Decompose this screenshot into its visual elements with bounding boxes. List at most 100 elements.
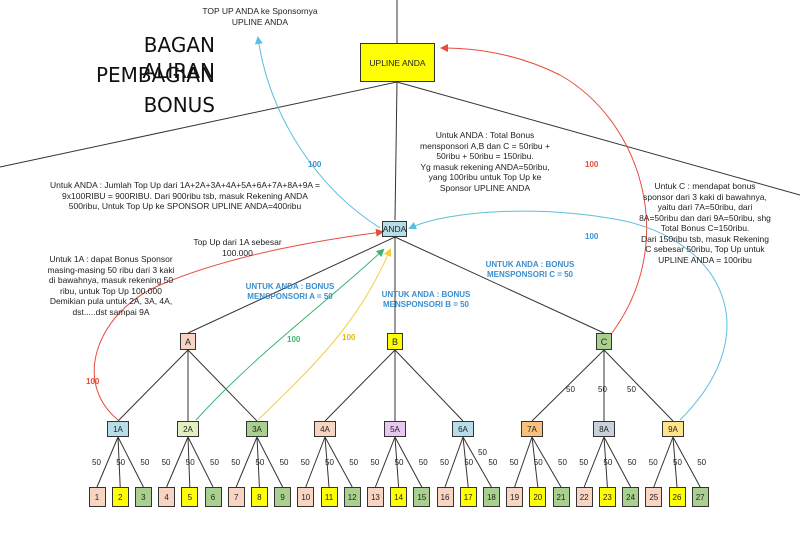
node-level3-6: 6 [204, 487, 222, 507]
label-100-3a-anda: 100 [342, 333, 356, 342]
node-level3-26: 26 [668, 487, 686, 507]
title-line1: BAGAN ALIRAN [142, 33, 215, 83]
node-level3-1: 1 [88, 487, 106, 507]
edge-label-50-1-1: 50 [185, 458, 195, 467]
node-level3-9: 9 [274, 487, 292, 507]
node-level1-B: B [387, 333, 403, 350]
node-level3-22: 22 [575, 487, 593, 507]
node-level2-4A: 4A [314, 421, 336, 437]
line-l1-l2-5 [394, 349, 464, 422]
node-level3-24: 24 [622, 487, 640, 507]
line-upline-left [0, 81, 398, 168]
edge-label-50-c-8a: 50 [598, 385, 607, 394]
edge-label-50-0-0: 50 [92, 458, 101, 467]
note-anda-topup: Untuk ANDA : Jumlah Top Up dari 1A+2A+3A… [50, 180, 320, 211]
line-l2-l3-20 [531, 436, 562, 488]
title-line2: PEMBAGIAN [95, 63, 215, 87]
edge-label-50-2-0: 50 [231, 458, 241, 467]
node-level3-15: 15 [413, 487, 431, 507]
line-l2-l3-3 [166, 436, 189, 488]
line-upline-anda [394, 81, 398, 221]
edge-label-50-6a-extra: 50 [478, 448, 487, 457]
node-level3-2: 2 [111, 487, 129, 507]
note-c: Untuk C : mendapat bonus sponsor dari 3 … [639, 181, 771, 265]
label-100-anda-sponsor: 100 [308, 160, 322, 169]
line-l2-l3-10 [324, 436, 330, 488]
node-anda: ANDA [382, 221, 407, 237]
line-l2-l3-24 [653, 436, 674, 488]
edge-label-50-3-0: 50 [300, 458, 310, 467]
node-level3-20: 20 [529, 487, 547, 507]
node-level3-17: 17 [459, 487, 477, 507]
line-l2-l3-17 [462, 436, 492, 488]
arrow-c-to-upline [440, 44, 648, 334]
edge-label-50-1-0: 50 [161, 458, 171, 467]
line-upline-right [396, 81, 800, 196]
note-1a: Untuk 1A : dapat Bonus Sponsor masing-ma… [47, 254, 175, 317]
edge-label-50-1-2: 50 [210, 458, 219, 467]
label-100-2a-anda: 100 [287, 335, 301, 344]
arrow-9a-to-anda [408, 210, 728, 421]
line-l2-l3-5 [187, 436, 214, 488]
label-100-1a-anda: 100 [86, 377, 100, 386]
tree-lines [96, 349, 701, 488]
edge-label-50-4-1: 50 [394, 458, 404, 467]
node-level3-10: 10 [297, 487, 315, 507]
line-l1-l2-6 [531, 349, 605, 422]
line-l2-l3-7 [256, 436, 260, 488]
edge-label-50-7-1: 50 [603, 458, 613, 467]
edge-label-50-8-2: 50 [697, 458, 707, 467]
node-level2-7A: 7A [521, 421, 543, 437]
edge-label-50-6-2: 50 [558, 458, 567, 467]
line-l1-l2-8 [603, 349, 674, 422]
node-level1-A: A [180, 333, 196, 350]
node-level2-2A: 2A [177, 421, 199, 437]
node-level3-12: 12 [343, 487, 361, 507]
line-l2-l3-23 [603, 436, 632, 488]
line-l2-l3-18 [514, 436, 533, 488]
node-level3-14: 14 [390, 487, 408, 507]
line-l2-l3-0 [96, 436, 119, 488]
note-anda-total: Untuk ANDA : Total Bonus mensponsori A,B… [420, 130, 550, 193]
node-level1-C: C [596, 333, 612, 350]
node-level3-27: 27 [691, 487, 709, 507]
arrow-anda-to-sponsor [254, 36, 381, 229]
node-level2-1A: 1A [107, 421, 129, 437]
line-l2-l3-8 [256, 436, 284, 488]
node-level3-8: 8 [250, 487, 268, 507]
node-level2-5A: 5A [384, 421, 406, 437]
note-top-up-1a: Top Up dari 1A sebesar 100.000 [193, 237, 282, 258]
line-l2-l3-12 [374, 436, 396, 488]
node-level2-3A: 3A [246, 421, 268, 437]
node-level2-9A: 9A [662, 421, 684, 437]
line-l2-l3-6 [235, 436, 258, 488]
line-l2-l3-16 [462, 436, 469, 488]
edge-label-50-2-2: 50 [279, 458, 289, 467]
node-upline: UPLINE ANDA [360, 43, 435, 82]
line-anda-c [394, 236, 605, 334]
edge-label-50-2-1: 50 [255, 458, 265, 467]
node-level3-23: 23 [598, 487, 616, 507]
label-100-9a-anda: 100 [585, 232, 599, 241]
title-line3: BONUS [143, 93, 215, 117]
edge-label-50-4-2: 50 [418, 458, 428, 467]
note-bonus-c: UNTUK ANDA : BONUS MENSPONSORI C = 50 [485, 260, 575, 279]
line-l2-l3-4 [187, 436, 191, 488]
line-anda-a [187, 236, 396, 334]
node-level3-19: 19 [506, 487, 524, 507]
node-level3-7: 7 [227, 487, 245, 507]
node-level3-3: 3 [134, 487, 152, 507]
line-l2-l3-11 [324, 436, 353, 488]
edge-label-50-5-0: 50 [440, 458, 449, 467]
edge-label-50-3-1: 50 [325, 458, 334, 467]
node-level3-18: 18 [482, 487, 500, 507]
node-level3-4: 4 [158, 487, 176, 507]
line-l2-l3-19 [531, 436, 539, 488]
line-l1-l2-3 [324, 349, 396, 422]
edge-label-50-6-1: 50 [533, 458, 543, 467]
line-l2-l3-15 [444, 436, 464, 488]
line-l2-l3-22 [603, 436, 608, 488]
edge-label-50-8-0: 50 [648, 458, 658, 467]
